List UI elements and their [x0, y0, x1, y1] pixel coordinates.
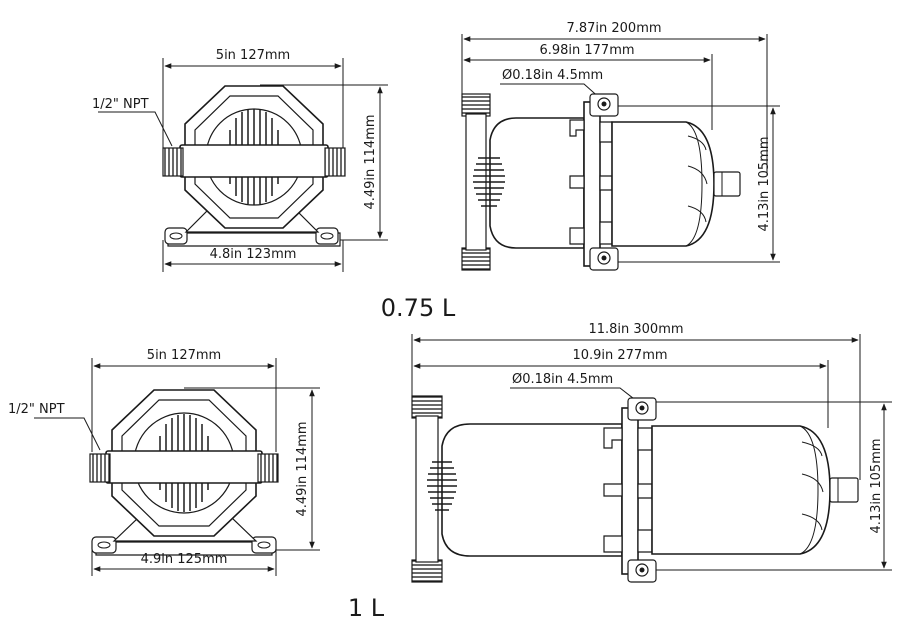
small-front-width-label: 5in 127mm [216, 48, 290, 63]
small-front-height-label: 4.49in 114mm [363, 114, 378, 209]
small-front-port-label: 1/2" NPT [92, 97, 149, 112]
small-front-view [98, 58, 388, 272]
small-side-hole-label: Ø0.18in 4.5mm [502, 68, 603, 83]
large-side-hole-label: Ø0.18in 4.5mm [512, 372, 613, 387]
small-side-body-label: 6.98in 177mm [539, 43, 634, 58]
large-front-base-label: 4.9in 125mm [141, 552, 228, 567]
large-pump-capacity-label: 1 L [348, 594, 385, 622]
large-side-overall-label: 11.8in 300mm [588, 322, 683, 337]
large-front-width-label: 5in 127mm [147, 348, 221, 363]
small-side-overall-label: 7.87in 200mm [566, 21, 661, 36]
large-side-body-label: 10.9in 277mm [572, 348, 667, 363]
large-front-height-label: 4.49in 114mm [295, 421, 310, 516]
large-side-height-label: 4.13in 105mm [869, 438, 884, 533]
small-side-height-label: 4.13in 105mm [757, 136, 772, 231]
small-front-base-label: 4.8in 123mm [210, 247, 297, 262]
large-front-port-label: 1/2" NPT [8, 402, 65, 417]
small-pump-capacity-label: 0.75 L [381, 294, 456, 322]
large-side-view [411, 334, 892, 583]
large-front-view [34, 358, 320, 576]
small-side-view [461, 34, 780, 271]
